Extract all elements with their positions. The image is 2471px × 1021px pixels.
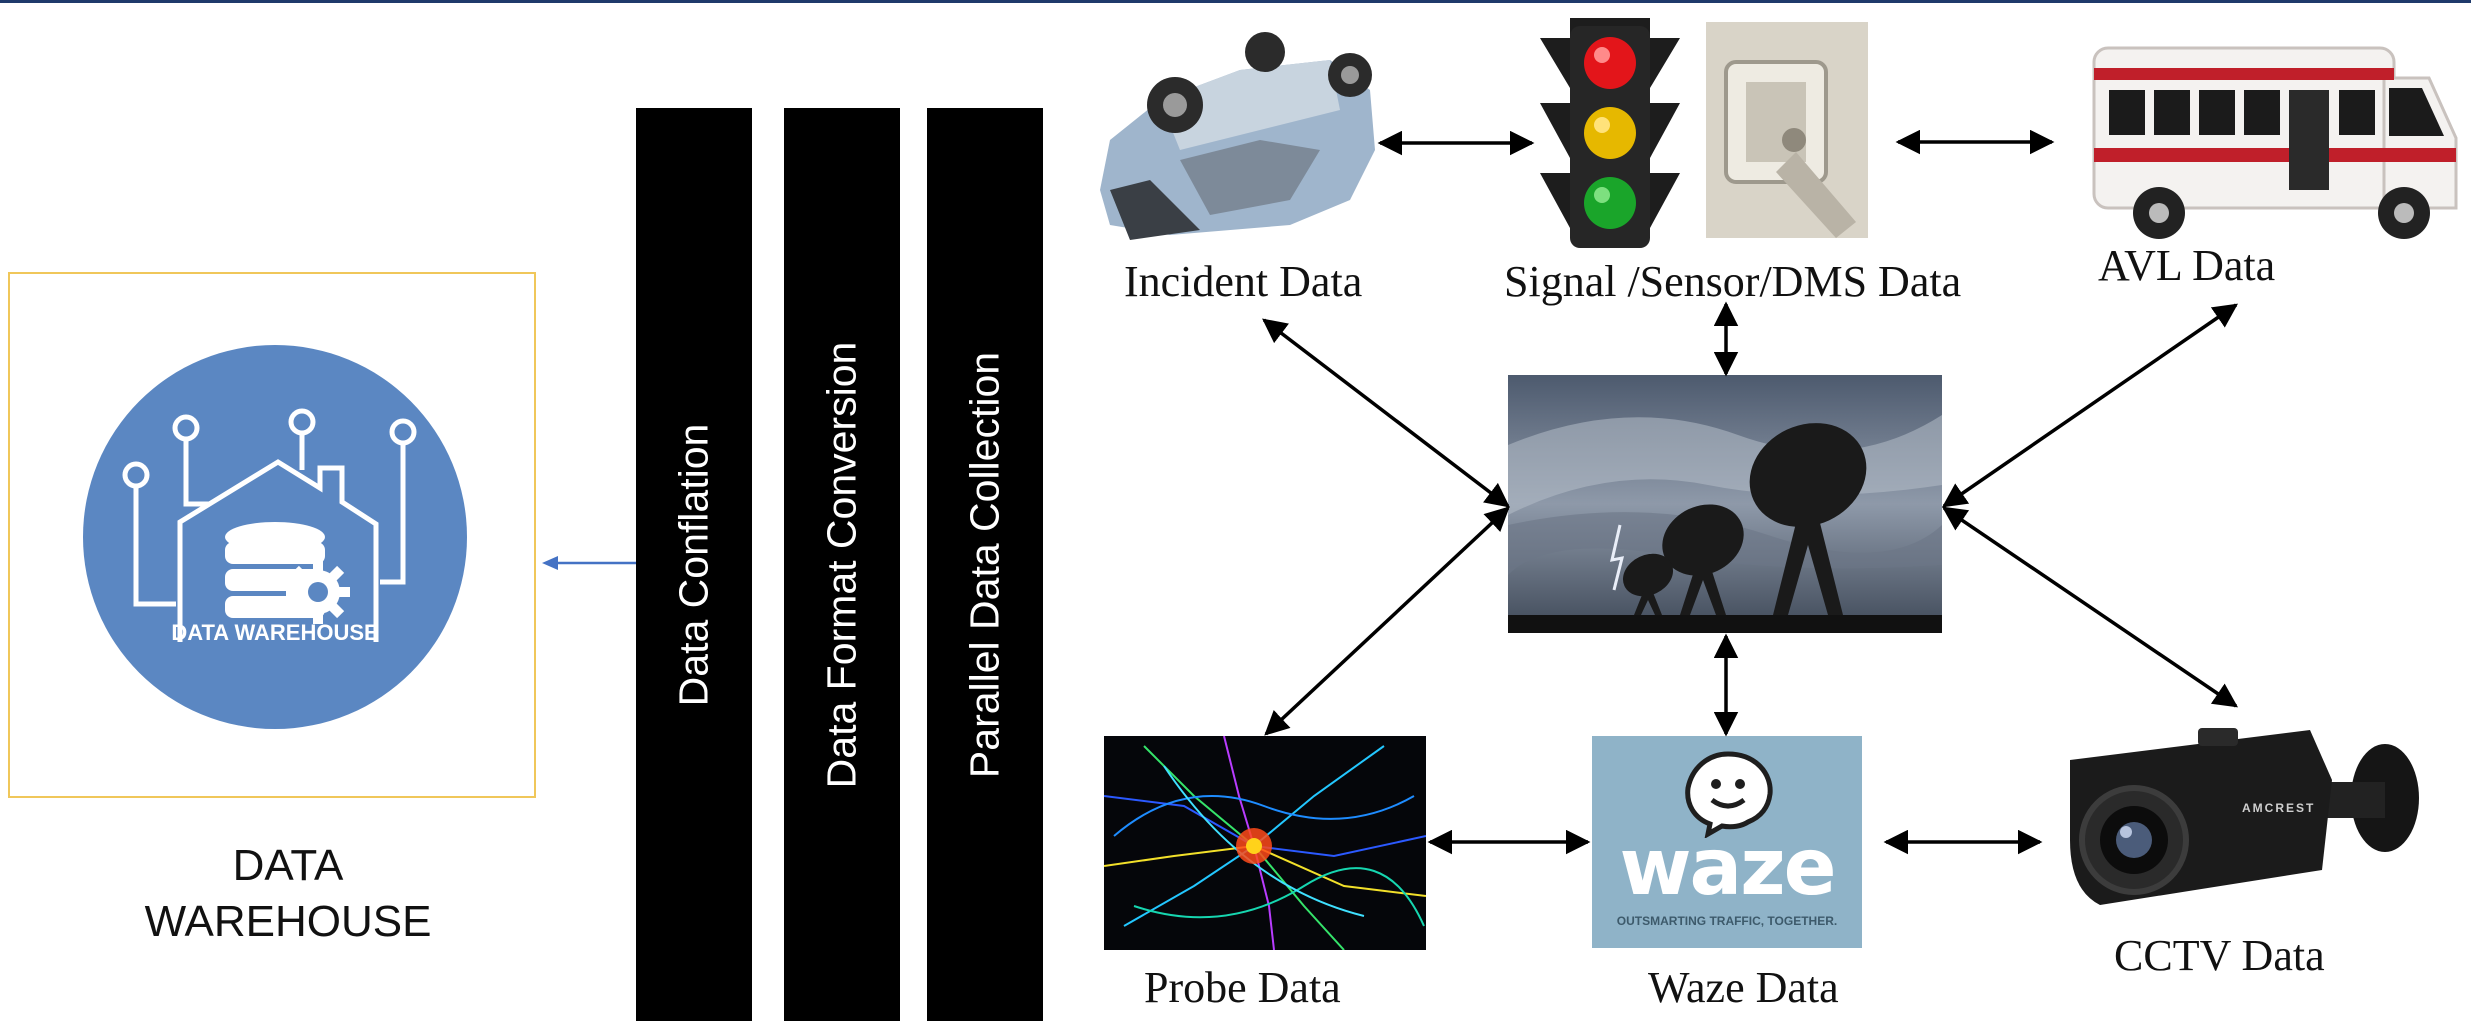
data-warehouse-title-line2: WAREHOUSE <box>144 897 432 946</box>
cctv-data-label: CCTV Data <box>2114 931 2325 980</box>
incident-car-image <box>1090 30 1380 250</box>
avl-bus-image <box>2092 46 2458 239</box>
warehouse-input-arrow <box>542 556 636 570</box>
radio-telescope-storm-image <box>1508 375 1942 633</box>
data-warehouse-frame <box>8 272 536 798</box>
data-warehouse-icon-caption: DATA WAREHOUSE <box>171 620 378 645</box>
stage-bar-data-conflation: Data Conflation <box>636 108 752 1021</box>
stage-bar-parallel-data-collection: Parallel Data Collection <box>927 108 1043 1021</box>
arrow-avl-center <box>1941 303 2239 508</box>
avl-data-label: AVL Data <box>2098 241 2276 290</box>
signal-sensor-dms-data-label: Signal /Sensor/DMS Data <box>1504 257 1962 306</box>
arrow-center-cctv <box>1941 506 2239 708</box>
waze-wordmark: waze <box>1619 823 1837 913</box>
traffic-signal-image <box>1540 18 1680 248</box>
data-warehouse-icon: DATA WAREHOUSE <box>83 345 467 729</box>
data-warehouse-title-line1: DATA <box>232 841 344 890</box>
stage-bar-data-format-conversion: Data Format Conversion <box>784 108 900 1021</box>
top-rule <box>0 0 2471 3</box>
waze-data-label: Waze Data <box>1648 963 1839 1012</box>
sensor-device-image <box>1706 22 1868 238</box>
arrow-incident-center <box>1262 318 1510 508</box>
probe-data-map-image <box>1104 736 1426 950</box>
waze-tagline: OUTSMARTING TRAFFIC, TOGETHER. <box>1616 914 1838 928</box>
cctv-brand-label: AMCREST <box>2242 801 2315 815</box>
incident-data-label: Incident Data <box>1124 257 1363 306</box>
arrow-center-probe <box>1264 506 1510 736</box>
probe-data-label: Probe Data <box>1144 963 1341 1012</box>
cctv-camera-image: AMCREST <box>2070 728 2419 905</box>
data-warehouse-title: DATA WAREHOUSE <box>0 838 576 950</box>
waze-logo-image: waze OUTSMARTING TRAFFIC, TOGETHER. <box>1592 736 1862 948</box>
waze-mascot-icon <box>1685 751 1773 838</box>
